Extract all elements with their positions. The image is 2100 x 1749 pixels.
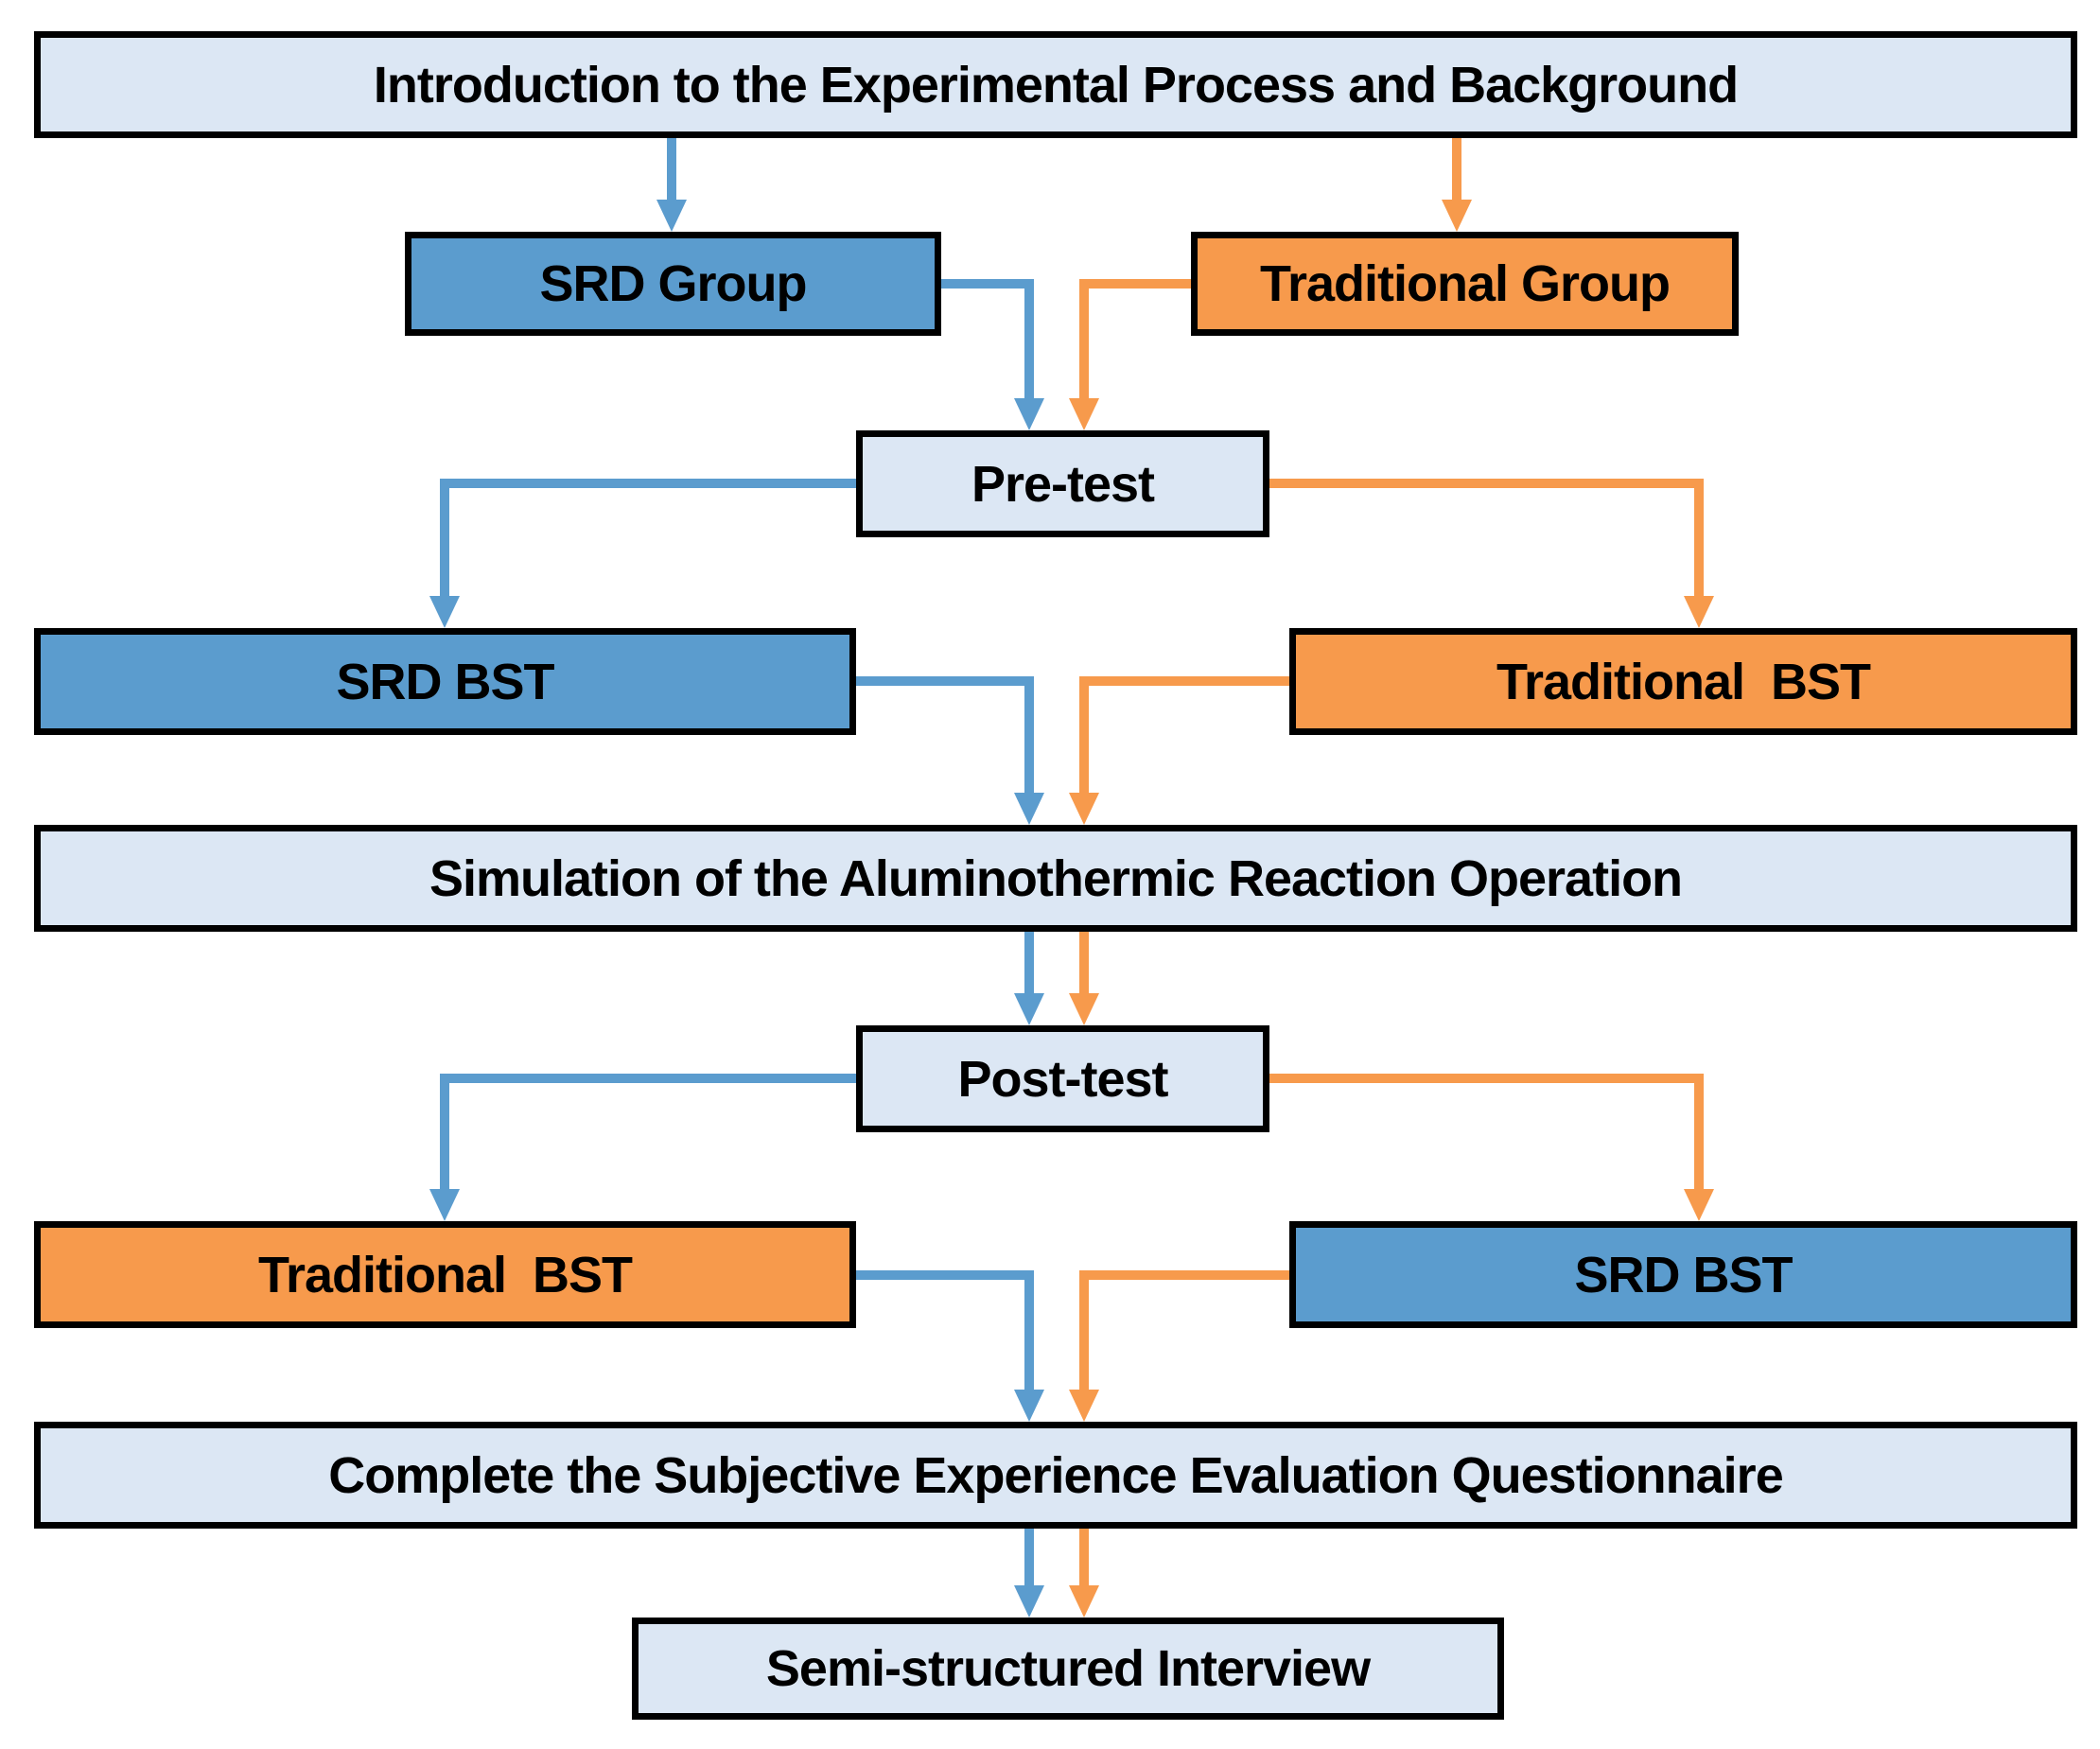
node-srd-bst-first: SRD BST [34,628,856,735]
node-srd-bst-first-label: SRD BST [336,653,554,710]
node-srd-bst-second: SRD BST [1289,1221,2077,1328]
node-simulation: Simulation of the Aluminothermic Reactio… [34,825,2077,932]
node-introduction-label: Introduction to the Experimental Process… [373,56,1739,114]
edge-orange-traditional-group-to-pre-test [1069,279,1191,430]
edge-blue-pre-test-to-srd-bst [429,479,859,628]
node-questionnaire: Complete the Subjective Experience Evalu… [34,1422,2077,1529]
node-interview: Semi-structured Interview [632,1618,1504,1720]
node-pre-test-label: Pre-test [971,455,1155,513]
node-interview-label: Semi-structured Interview [765,1640,1371,1697]
edge-orange-srd-bst-to-questionnaire [1069,1270,1291,1422]
edge-blue-post-test-to-traditional-bst [429,1074,859,1221]
node-simulation-label: Simulation of the Aluminothermic Reactio… [429,849,1683,907]
node-srd-group-label: SRD Group [539,255,808,312]
node-traditional-bst-first-label: Traditional BST [1496,653,1871,710]
edge-blue-traditional-bst-to-questionnaire [854,1270,1044,1422]
node-srd-group: SRD Group [405,232,941,336]
node-traditional-bst-second: Traditional BST [34,1221,856,1328]
node-questionnaire-label: Complete the Subjective Experience Evalu… [328,1446,1783,1504]
node-traditional-bst-first: Traditional BST [1289,628,2077,735]
node-post-test: Post-test [856,1025,1269,1132]
node-introduction: Introduction to the Experimental Process… [34,31,2077,138]
edge-blue-srd-group-to-pre-test [941,279,1044,430]
node-traditional-bst-second-label: Traditional BST [257,1246,633,1303]
edge-blue-srd-bst-to-simulation [854,676,1044,825]
edge-orange-traditional-bst-to-simulation [1069,676,1291,825]
node-traditional-group-label: Traditional Group [1259,255,1671,312]
node-post-test-label: Post-test [957,1050,1168,1108]
node-pre-test: Pre-test [856,430,1269,537]
node-srd-bst-second-label: SRD BST [1574,1246,1793,1303]
node-traditional-group: Traditional Group [1191,232,1739,336]
edge-orange-pre-test-to-traditional-bst [1269,479,1714,628]
edge-orange-post-test-to-srd-bst [1269,1074,1714,1221]
